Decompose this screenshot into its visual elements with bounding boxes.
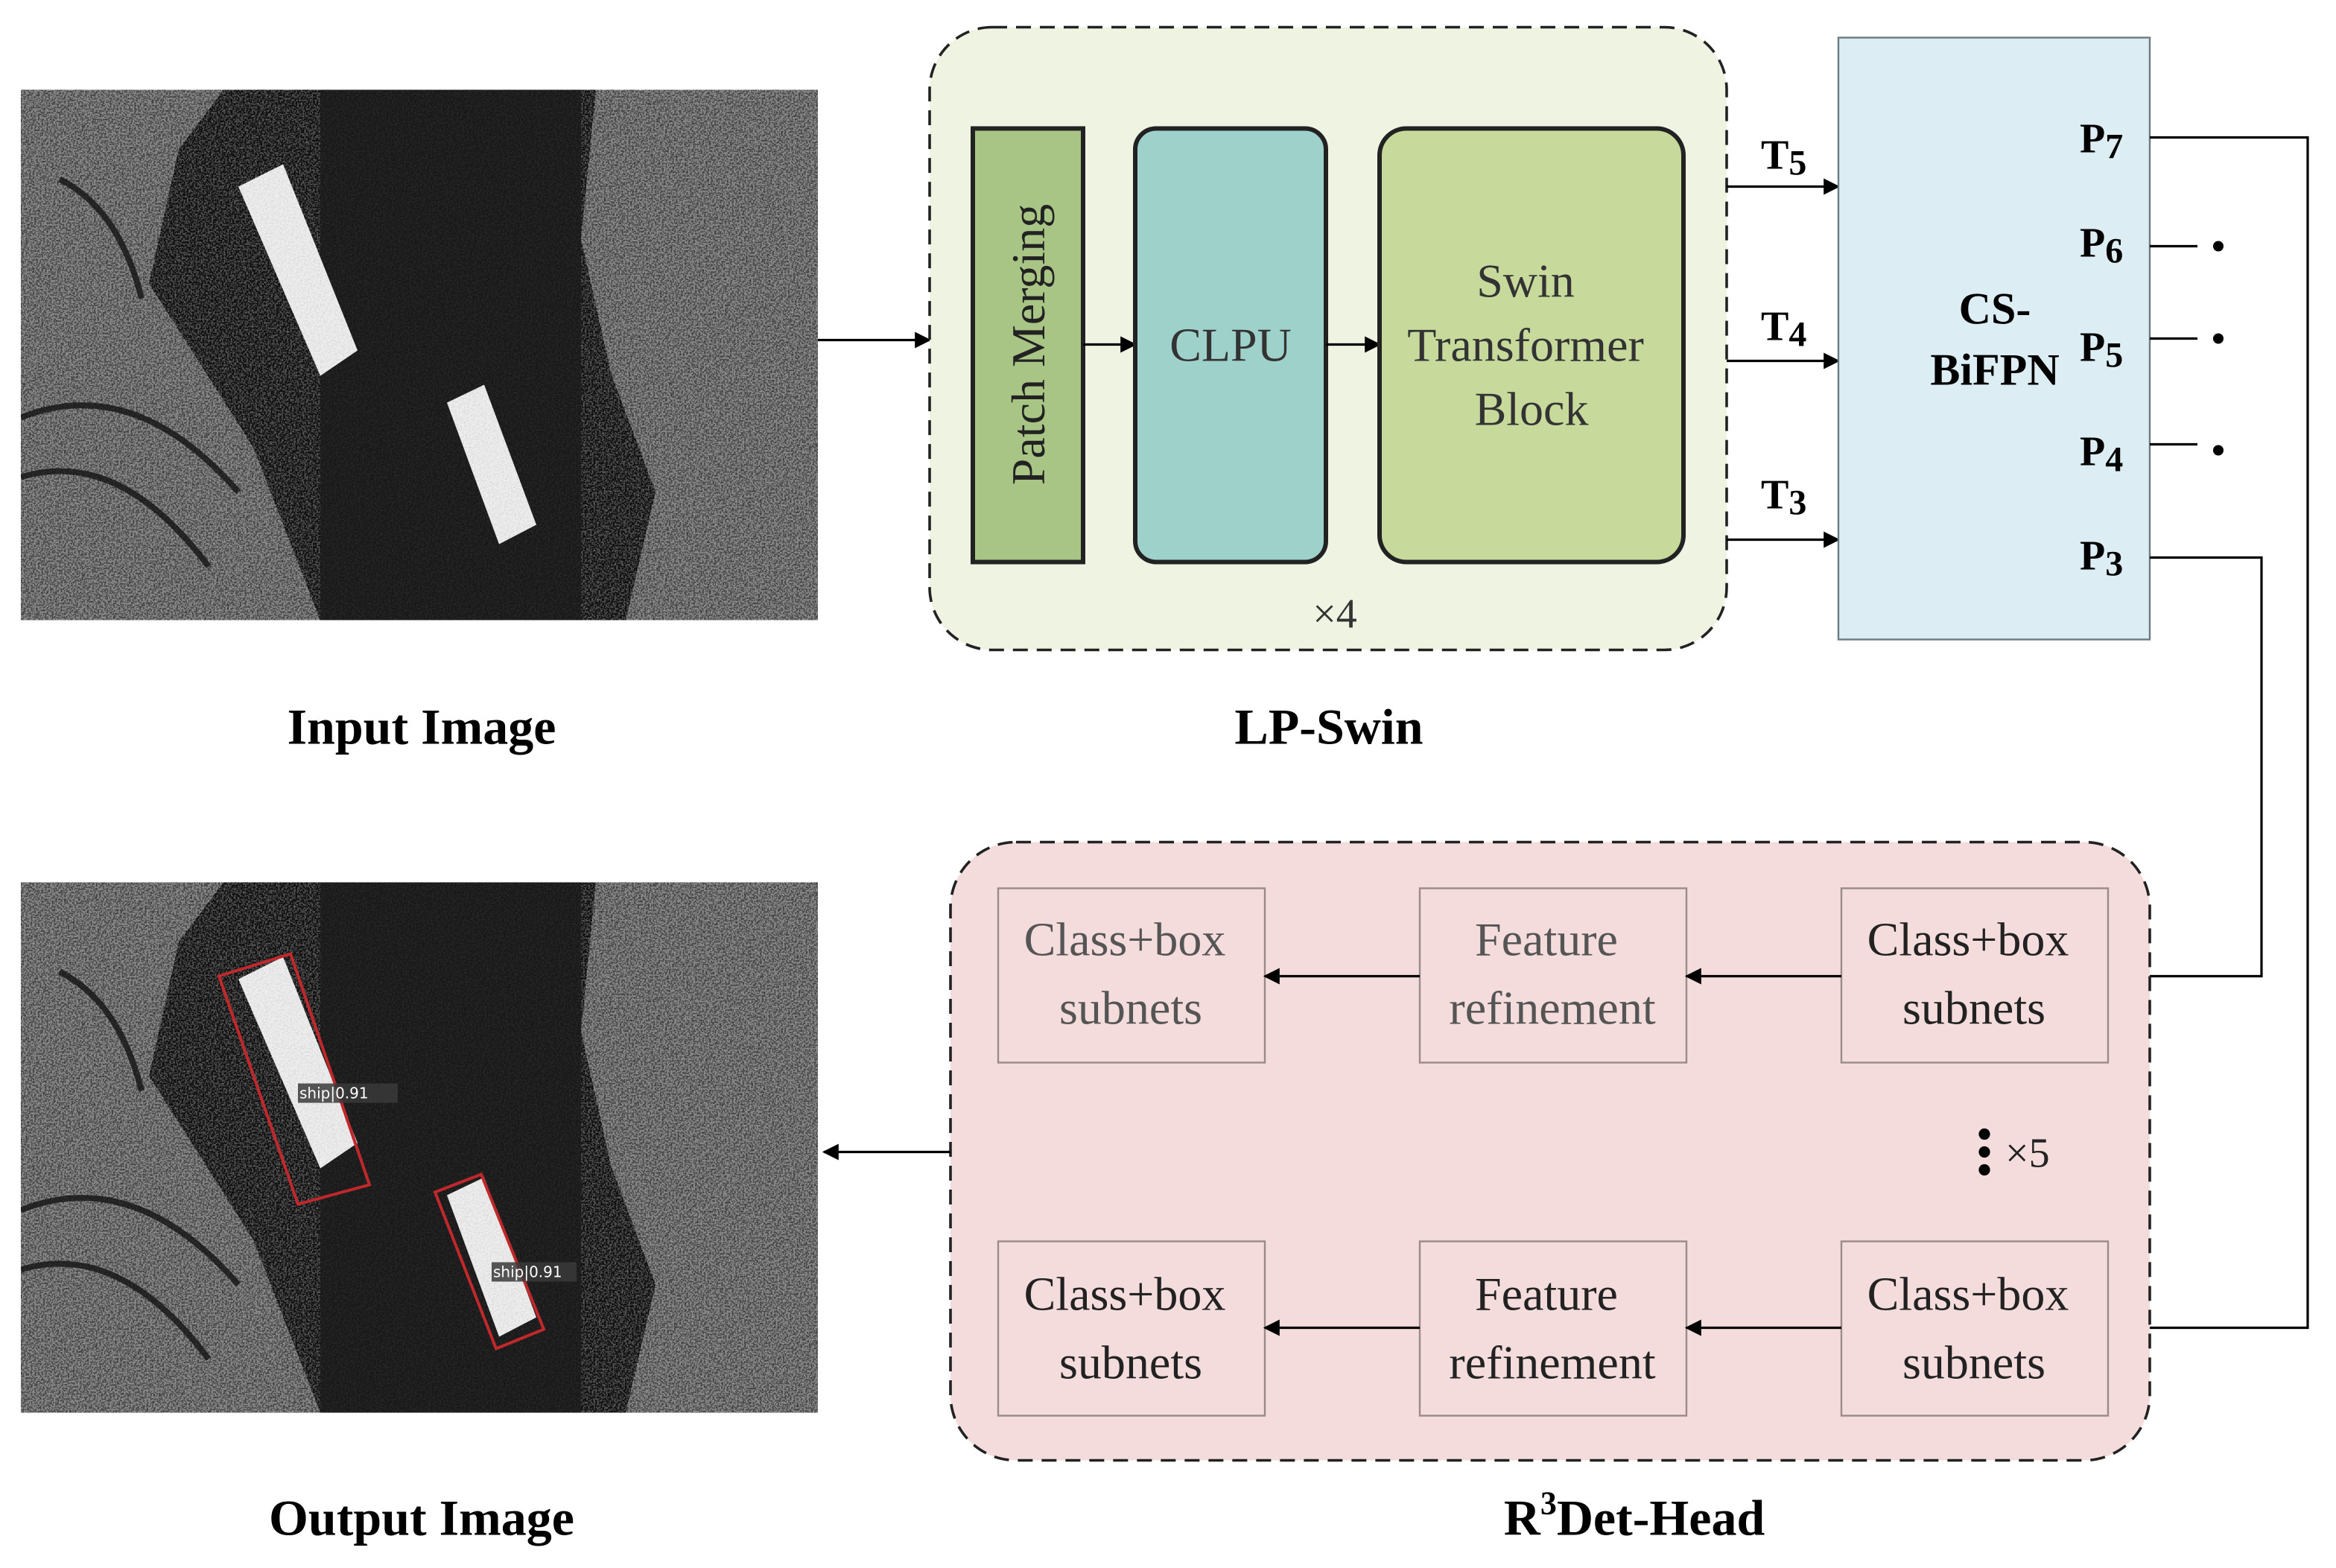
detection-label-1: ship|0.91: [299, 1085, 369, 1102]
r3det-head-caption: R3Det-Head: [1504, 1485, 1765, 1546]
cs-bifpn-label-2: BiFPN: [1930, 346, 2059, 395]
input-image: [21, 90, 818, 620]
t4-label: T4: [1761, 304, 1806, 355]
p5-dot: [2213, 334, 2224, 344]
input-image-caption: Input Image: [288, 699, 556, 755]
patch-merging-label: Patch Merging: [1002, 204, 1055, 485]
repeat-dot-3: [1978, 1164, 1990, 1175]
r3det-head-module: Class+box subnets Feature refinement Cla…: [950, 842, 2150, 1461]
lp-swin-module: Patch Merging CLPU Swin Transformer Bloc…: [930, 28, 1727, 650]
cs-bifpn-label-1: CS-: [1959, 285, 2031, 334]
lp-swin-repeat-label: ×4: [1313, 591, 1357, 638]
output-image-caption: Output Image: [269, 1490, 574, 1546]
lp-swin-caption: LP-Swin: [1234, 699, 1423, 755]
cs-bifpn-module: CS- BiFPN P7 P6 P5 P4 P3: [1838, 38, 2150, 640]
p6-dot: [2213, 241, 2224, 252]
output-image: ship|0.91 ship|0.91: [21, 883, 818, 1413]
t5-label: T5: [1761, 133, 1806, 183]
repeat-dot-1: [1978, 1129, 1990, 1140]
p4-dot: [2213, 445, 2224, 456]
clpu-label: CLPU: [1169, 319, 1292, 372]
detection-label-2: ship|0.91: [493, 1263, 562, 1281]
t3-label: T3: [1761, 472, 1806, 523]
repeat-dot-2: [1978, 1146, 1990, 1158]
head-repeat-label: ×5: [2005, 1131, 2050, 1177]
